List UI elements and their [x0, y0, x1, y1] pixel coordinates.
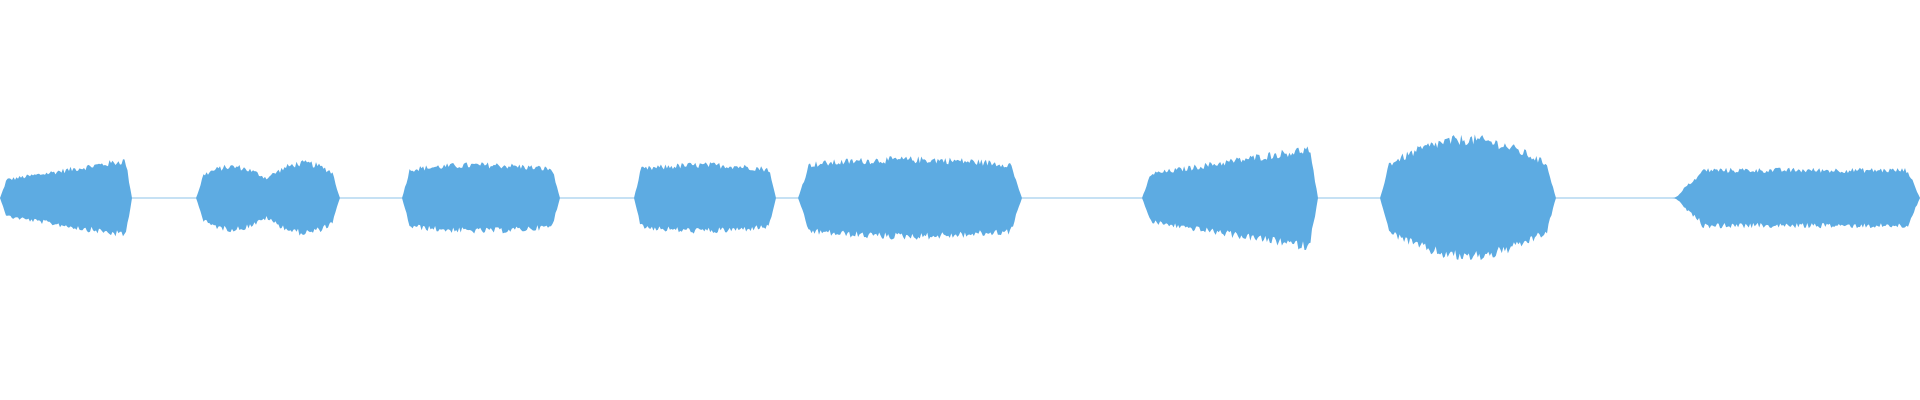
waveform-clip-3[interactable] [402, 162, 560, 234]
waveform-shape [1380, 134, 1556, 261]
waveform-shape [402, 162, 560, 234]
waveform-shape [798, 156, 1022, 240]
waveform-clip-1[interactable] [0, 159, 132, 237]
waveform-shape [196, 160, 340, 236]
waveform-shape [1142, 146, 1318, 250]
waveform-clip-2[interactable] [196, 160, 340, 236]
waveform-shape [0, 159, 132, 237]
waveform-clip-6[interactable] [1142, 146, 1318, 250]
waveform-clip-4[interactable] [634, 162, 776, 234]
waveform-shape [1672, 167, 1920, 229]
waveform-clip-8[interactable] [1672, 167, 1920, 229]
waveform-shape [634, 162, 776, 234]
waveform-clip-7[interactable] [1380, 134, 1556, 261]
waveform-clip-5[interactable] [798, 156, 1022, 240]
